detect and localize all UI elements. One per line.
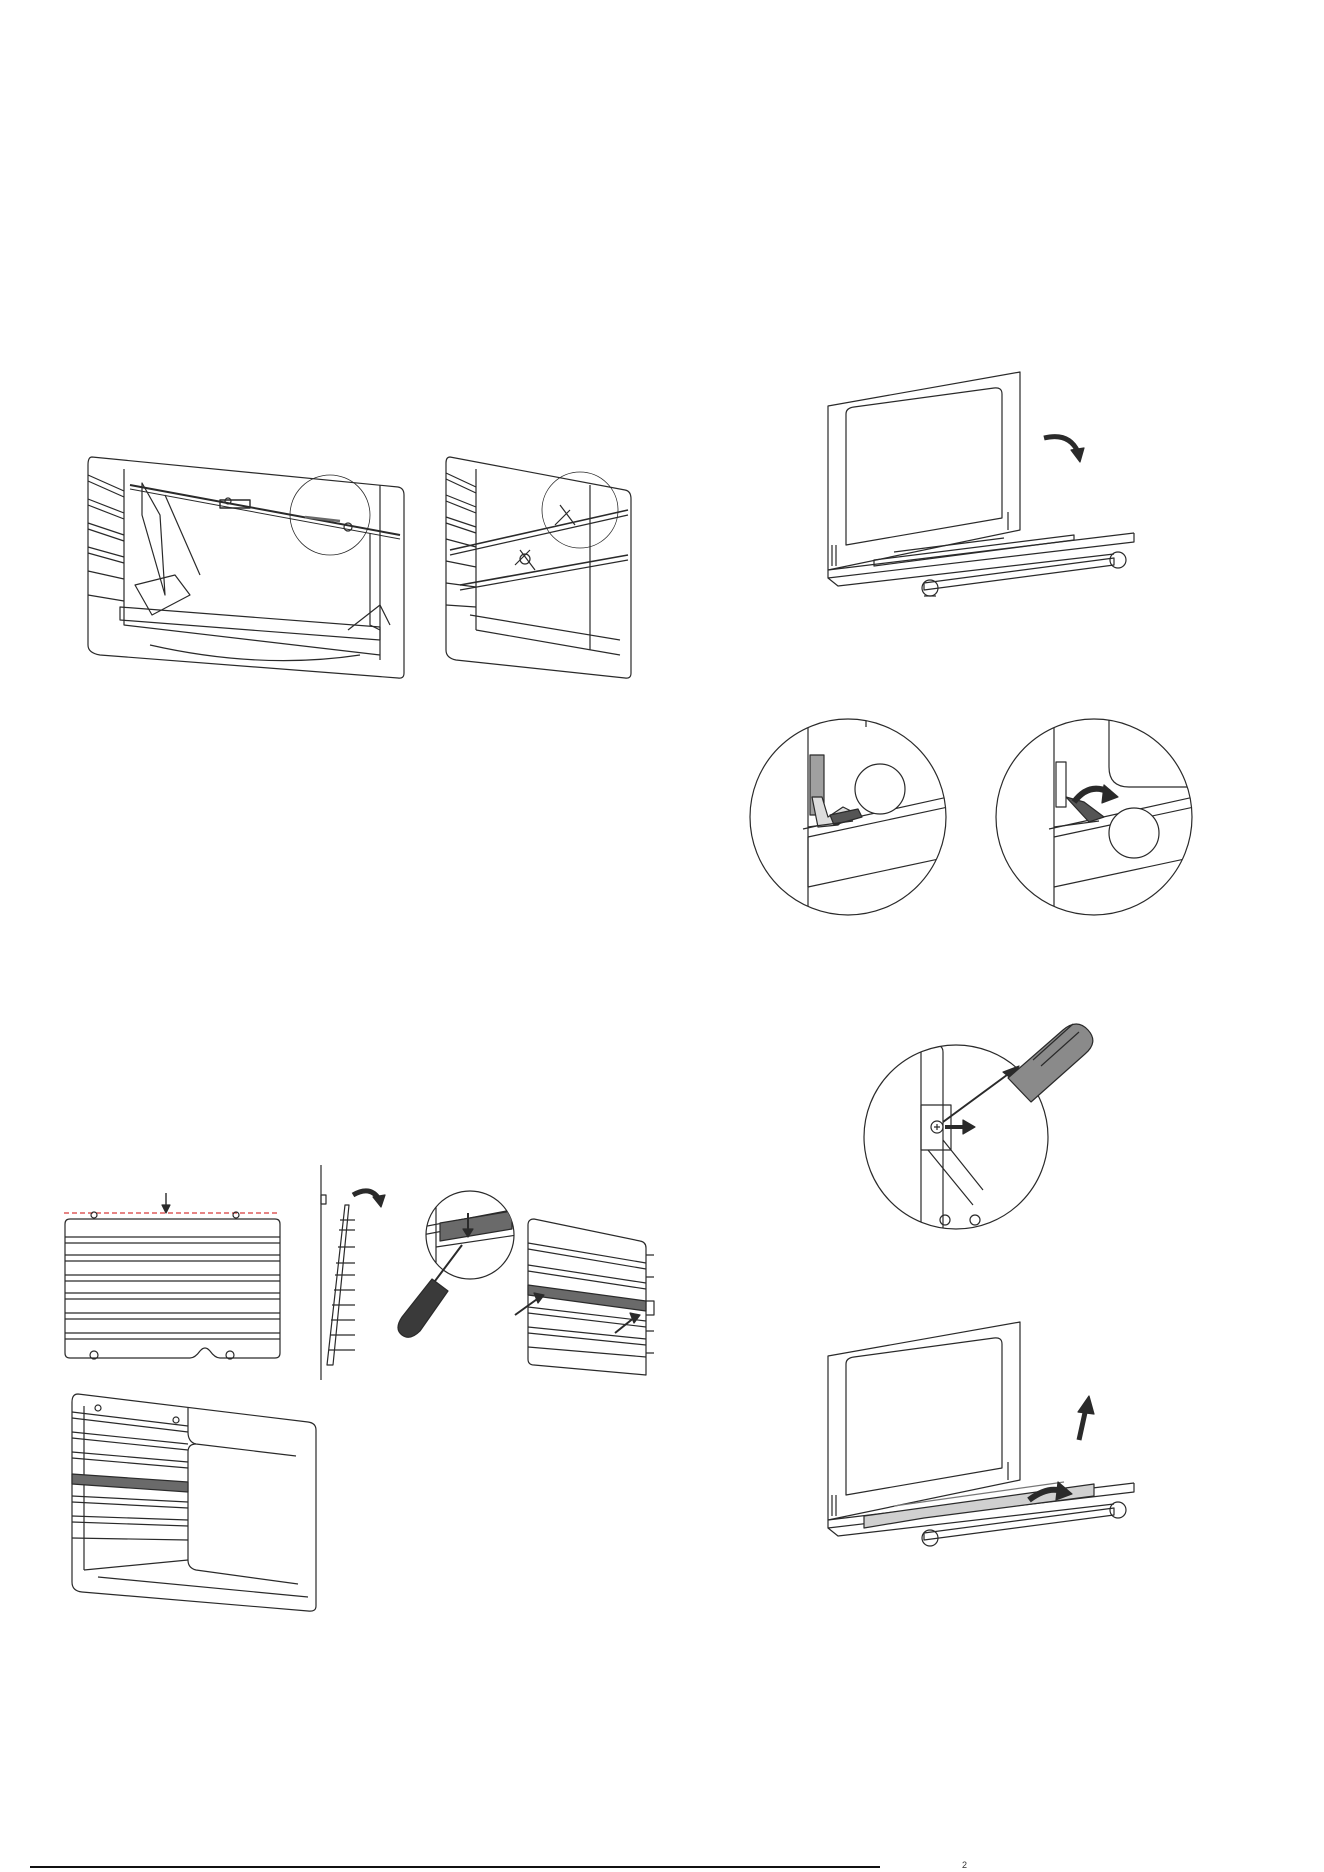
footer-rule — [30, 1866, 880, 1868]
door-glass-removal-illustration — [824, 1320, 1134, 1555]
rotisserie-rod-illustration — [440, 455, 635, 680]
screwdriver-hinge-illustration — [863, 1010, 1093, 1230]
rotisserie-in-oven-illustration — [80, 455, 410, 680]
side-rack-side-view-illustration — [315, 1165, 390, 1380]
side-rack-telescopic-illustration — [520, 1215, 655, 1380]
oven-door-open-illustration — [824, 370, 1134, 605]
rail-screwdriver-detail-illustration — [392, 1187, 517, 1347]
hinge-detail-illustration — [748, 717, 948, 917]
oven-interior-rails-illustration — [68, 1392, 320, 1612]
hinge-detail-rotated-illustration — [994, 717, 1194, 917]
page-footer-mark: 2 — [962, 1860, 967, 1870]
side-rack-front-illustration — [60, 1193, 285, 1368]
